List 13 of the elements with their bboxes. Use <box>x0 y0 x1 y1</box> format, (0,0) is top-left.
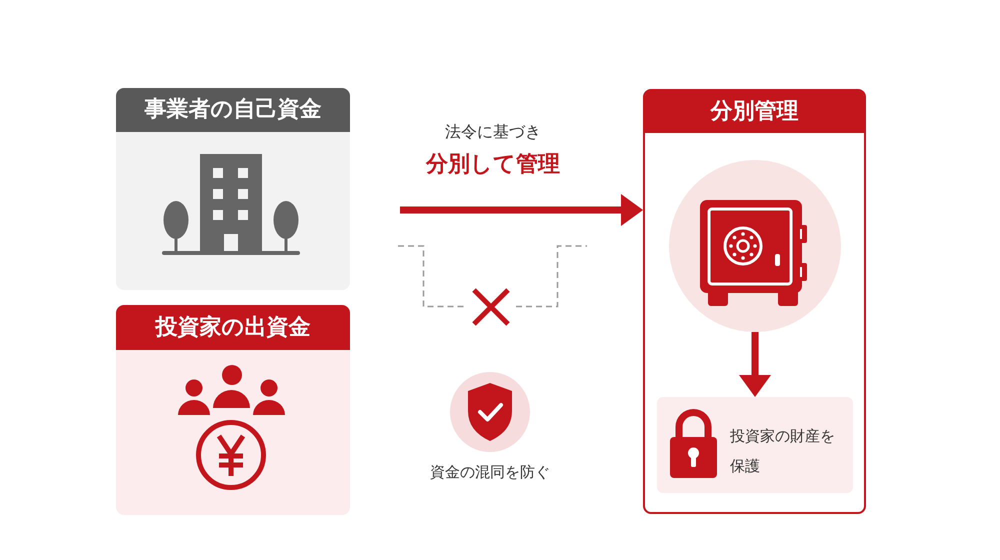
arrow <box>400 194 643 226</box>
info-text: 投資家の財産を保護 <box>730 426 836 477</box>
caption-text: 法令に基づき <box>444 121 542 143</box>
card <box>116 305 350 515</box>
info-box <box>657 397 853 493</box>
arrow <box>739 332 771 397</box>
safe-icon <box>669 160 841 332</box>
panel <box>643 89 866 514</box>
heading-text: 分別して管理 <box>424 151 561 179</box>
card-header: 分別管理 <box>645 91 864 133</box>
card-header: 事業者の自己資金 <box>116 88 350 132</box>
card-header: 投資家の出資金 <box>116 305 350 350</box>
caption-text: 資金の混同を防ぐ <box>429 462 551 482</box>
